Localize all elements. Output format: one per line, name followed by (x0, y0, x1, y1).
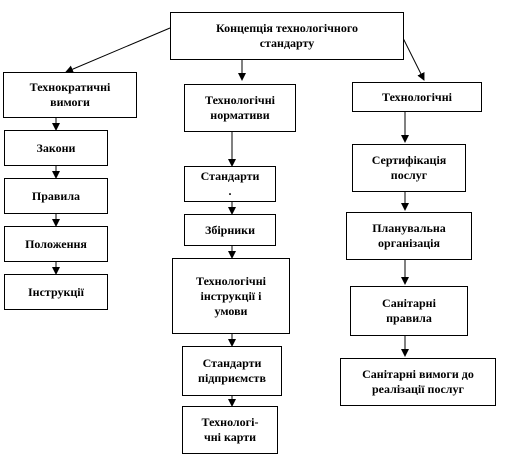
item-planning-organization: Планувальна організація (346, 212, 472, 260)
item-service-certification: Сертифікація послуг (352, 144, 466, 192)
item-technological-charts: Технологі- чні карти (182, 406, 278, 454)
branch-technocratic-requirements: Технократичні вимоги (3, 72, 137, 118)
item-instructions: Інструкції (4, 274, 108, 310)
item-rules: Правила (4, 178, 108, 214)
item-sanitary-rules: Санітарні правила (350, 286, 468, 336)
arrow-root-to-right (402, 37, 425, 81)
item-regulations: Положення (4, 226, 108, 262)
item-enterprise-standards: Стандарти підприємств (182, 346, 282, 396)
item-laws: Закони (4, 130, 108, 166)
item-collections: Збірники (184, 214, 276, 246)
item-standards: Стандарти . (184, 166, 276, 202)
root-concept-box: Концепція технологічного стандарту (170, 12, 404, 60)
item-sanitary-requirements: Санітарні вимоги до реалізації послуг (340, 358, 496, 406)
arrow-root-to-left (65, 27, 171, 73)
item-technological-instructions: Технологічні інструкції і умови (172, 258, 290, 334)
branch-technological-norms: Технологічні нормативи (184, 84, 296, 132)
branch-technological: Технологічні (352, 82, 482, 112)
